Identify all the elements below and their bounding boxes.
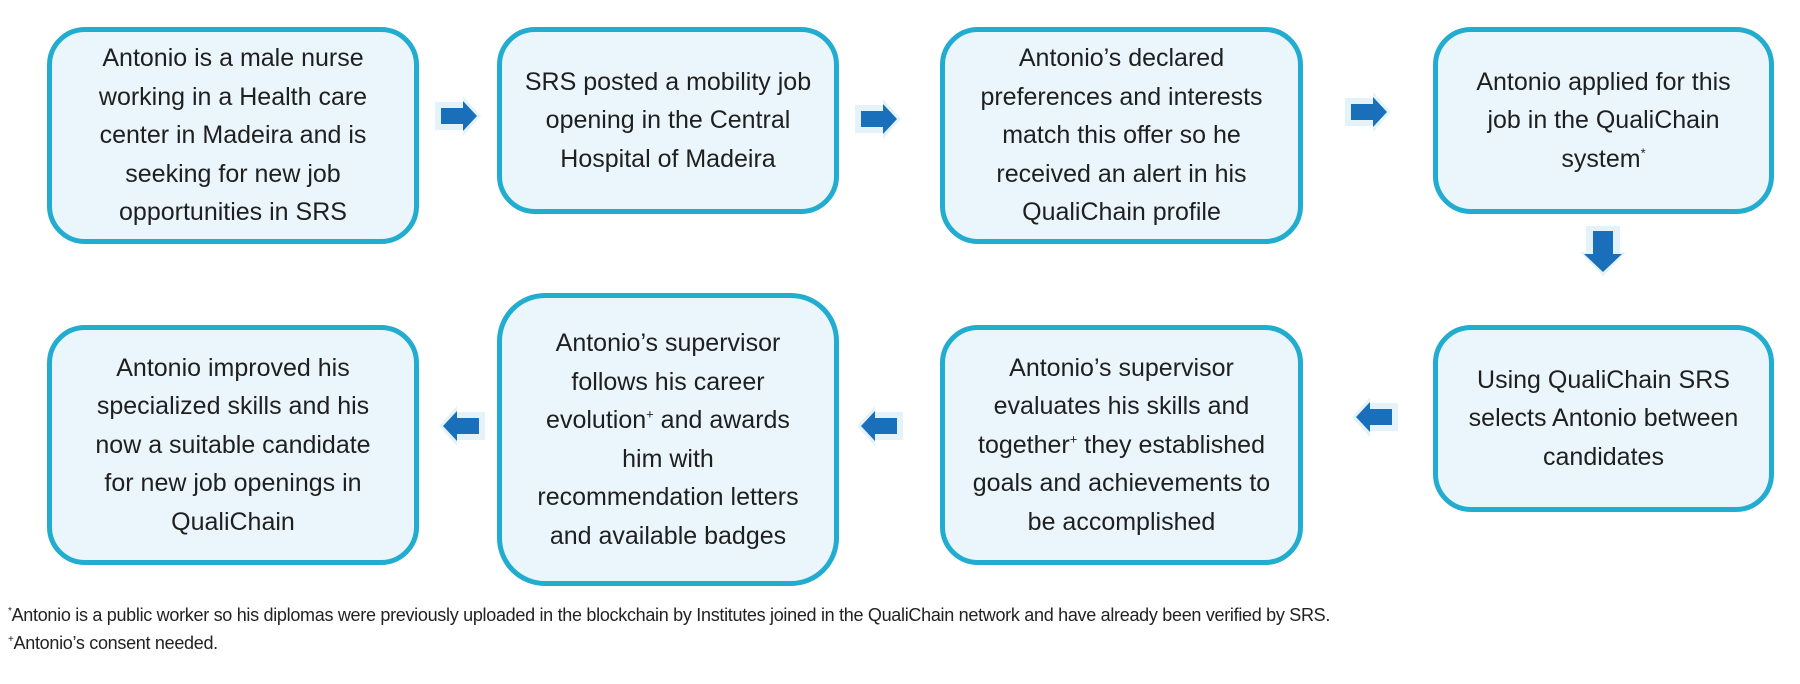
step-7-line: him with: [622, 444, 714, 473]
step-4-line: job in the QualiChain: [1487, 106, 1720, 135]
step-5-line: candidates: [1543, 442, 1664, 471]
step-2-box: SRS posted a mobility job opening in the…: [497, 27, 839, 214]
footnote-mark: +: [646, 406, 654, 422]
footnote-1-text: Antonio is a public worker so his diplom…: [11, 605, 1331, 625]
step-6-line: evaluates his skills and: [993, 392, 1250, 421]
footnote-1: *Antonio is a public worker so his diplo…: [8, 605, 1330, 626]
step-6-line: they established: [1084, 430, 1265, 459]
step-7-box: Antonio’s supervisor follows his career …: [497, 293, 839, 586]
arrow-left-icon: [1350, 397, 1400, 437]
step-5-line: selects Antonio between: [1468, 404, 1739, 433]
arrow-right-icon: [433, 96, 483, 136]
step-8-line: specialized skills and his: [96, 392, 370, 421]
step-1-line: seeking for new job: [125, 159, 341, 188]
step-5-box: Using QualiChain SRS selects Antonio bet…: [1433, 325, 1774, 512]
footnote-mark: *: [1640, 145, 1646, 161]
step-6-box: Antonio’s supervisor evaluates his skill…: [940, 325, 1303, 565]
step-6-line: be accomplished: [1027, 507, 1216, 536]
step-3-line: QualiChain profile: [1022, 198, 1221, 227]
step-1-box: Antonio is a male nurse working in a Hea…: [47, 27, 419, 244]
step-4-line-3: system*: [1476, 140, 1730, 179]
step-1-line: working in a Health care: [98, 82, 368, 111]
step-3-box: Antonio’s declared preferences and inter…: [940, 27, 1303, 244]
step-8-line: QualiChain: [171, 507, 295, 536]
step-7-line: follows his career: [571, 367, 765, 396]
step-6-line: together: [978, 430, 1070, 459]
step-7-line: recommendation letters: [537, 483, 799, 511]
step-3-line: match this offer so he: [1002, 121, 1241, 150]
step-3-line: Antonio’s declared: [1018, 44, 1225, 73]
step-1-line: center in Madeira and is: [99, 121, 367, 150]
step-6-line: goals and achievements to: [972, 469, 1271, 498]
step-7-line-3: evolution+ and awards: [537, 401, 798, 440]
step-8-box: Antonio improved his specialized skills …: [47, 325, 419, 565]
step-8-line: now a suitable candidate: [95, 430, 371, 459]
footnote-2-mark: +: [8, 634, 14, 645]
footnote-2: +Antonio’s consent needed.: [8, 633, 218, 654]
step-5-line: Using QualiChain SRS: [1477, 365, 1730, 394]
step-8-line: for new job openings in: [104, 469, 362, 498]
step-7-line: and available badges: [549, 521, 787, 550]
step-8-line: Antonio improved his: [116, 353, 350, 382]
arrow-down-icon: [1580, 226, 1626, 278]
step-2-line: Hospital of Madeira: [560, 144, 776, 173]
arrow-left-icon: [437, 406, 487, 446]
footnote-mark: +: [1069, 431, 1078, 447]
footnote-2-text: Antonio’s consent needed.: [13, 633, 219, 653]
arrow-right-icon: [853, 99, 903, 139]
step-7-line: evolution: [546, 406, 647, 434]
step-7-line: Antonio’s supervisor: [555, 329, 781, 357]
step-7-line: and awards: [660, 406, 790, 434]
step-4-line: Antonio applied for this: [1476, 67, 1731, 96]
step-2-line: SRS posted a mobility job: [524, 67, 812, 96]
footnote-1-mark: *: [8, 606, 12, 617]
step-4-box: Antonio applied for this job in the Qual…: [1433, 27, 1774, 214]
step-1-line: Antonio is a male nurse: [102, 44, 364, 73]
step-3-line: preferences and interests: [980, 82, 1263, 111]
arrow-left-icon: [855, 406, 905, 446]
step-3-line: received an alert in his: [996, 159, 1247, 188]
step-4-line: system: [1561, 144, 1641, 173]
step-1-line: opportunities in SRS: [119, 198, 347, 227]
arrow-right-icon: [1343, 92, 1393, 132]
step-6-line-3: together+ they established: [973, 426, 1270, 465]
step-2-line: opening in the Central: [545, 106, 791, 135]
step-6-line: Antonio’s supervisor: [1009, 353, 1234, 382]
